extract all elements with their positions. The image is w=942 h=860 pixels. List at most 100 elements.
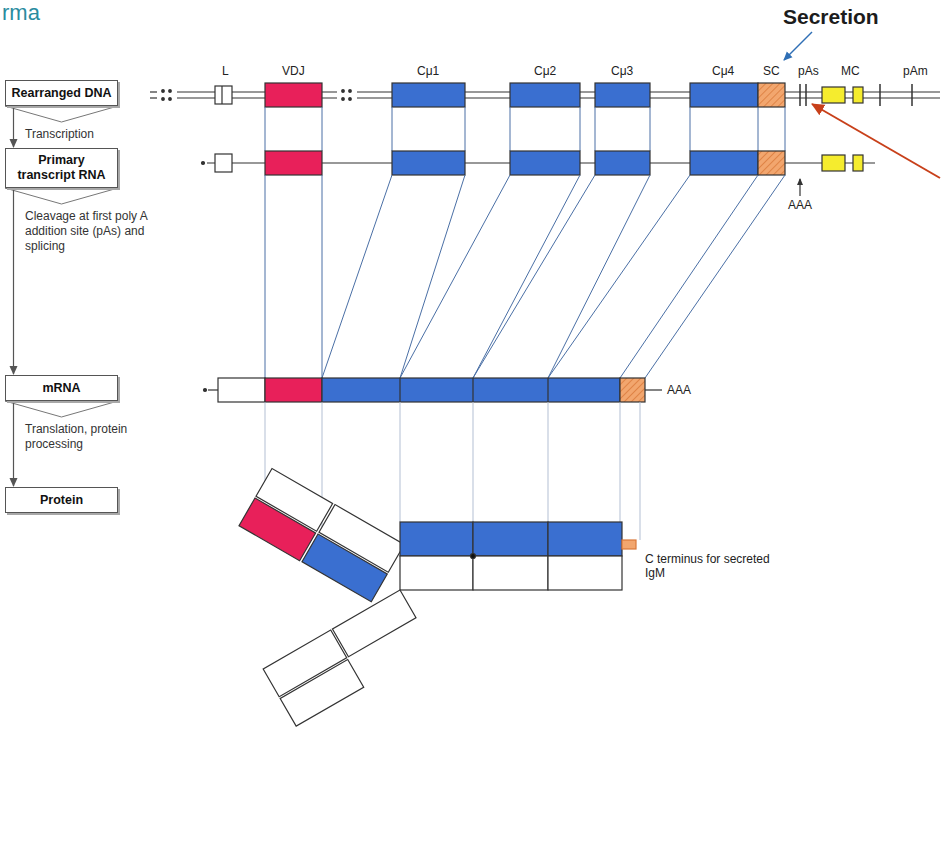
illustration-part (322, 107, 323, 151)
illustration-part (399, 378, 400, 402)
stage-text-group: Protein (40, 493, 83, 508)
stage-label: mRNA (42, 381, 80, 396)
illustration-part (322, 175, 392, 378)
illustration-part (799, 179, 800, 196)
illustration-part (322, 175, 323, 378)
illustration-part (218, 378, 265, 402)
illustration-part (215, 86, 232, 104)
part-label: Cμ4 (712, 64, 734, 78)
illustration-part (690, 107, 691, 151)
stage-label: Primary transcript RNA (11, 153, 112, 183)
illustration-part (785, 107, 786, 151)
part-label: Cμ1 (417, 64, 439, 78)
callout-arrows (784, 32, 940, 178)
illustration-part (805, 84, 807, 106)
stage-box: Protein (5, 487, 118, 513)
step-connector (13, 401, 14, 486)
illustration-part (853, 87, 863, 103)
step-chevron (5, 106, 118, 122)
illustration-part (349, 98, 352, 101)
step-label: Translation, protein processing (25, 422, 165, 452)
illustration-part (263, 590, 433, 726)
step-chevron (5, 401, 118, 417)
illustration-part (473, 175, 580, 378)
illustration-part (580, 107, 581, 151)
illustration-part (640, 402, 641, 540)
illustration-part (620, 378, 645, 402)
guide-lines (265, 107, 785, 151)
illustration-part (465, 107, 466, 151)
igm-protein (239, 469, 636, 727)
illustration-part (302, 534, 387, 602)
illustration-part (620, 175, 758, 378)
illustration-part (595, 107, 596, 151)
illustration-part (392, 151, 465, 175)
illustration-part (471, 554, 476, 559)
illustration-part (162, 90, 165, 93)
illustration-part (911, 84, 913, 106)
illustration-part (400, 522, 473, 556)
illustration-part (595, 83, 650, 107)
illustration-part (548, 556, 622, 590)
illustration-part (547, 378, 548, 402)
illustration-part (400, 556, 473, 590)
illustration-part (392, 107, 393, 151)
part-label: L (222, 64, 229, 78)
page-title: rma (2, 0, 40, 26)
illustration-part (622, 540, 636, 549)
part-label: AAA (788, 198, 812, 212)
illustration-part (822, 155, 845, 171)
illustration-part (162, 98, 165, 101)
illustration-part (332, 590, 416, 657)
illustration-part (400, 402, 401, 522)
illustration-part (548, 175, 650, 378)
illustration-part (342, 98, 345, 101)
illustration-part (280, 659, 364, 726)
illustration-part (758, 151, 785, 175)
part-label: pAs (798, 64, 819, 78)
illustration-part (221, 86, 222, 104)
illustration-part (510, 107, 511, 151)
part-label: Cμ2 (534, 64, 556, 78)
stage-text-group: Primary transcript RNA (11, 153, 112, 183)
stage-box: Rearranged DNA (5, 80, 118, 106)
illustration-part (645, 175, 785, 378)
illustration-part (265, 151, 322, 175)
part-label: VDJ (282, 64, 305, 78)
illustration-part (302, 505, 404, 602)
illustration-part (265, 107, 266, 151)
illustration-part (150, 97, 157, 98)
illustration-part (690, 151, 758, 175)
stage-label: Rearranged DNA (11, 86, 111, 101)
part-label: Cμ3 (611, 64, 633, 78)
stage-box: Primary transcript RNA (5, 148, 118, 188)
step-connector (13, 106, 14, 147)
illustration-part (400, 175, 510, 378)
stage-text-group: mRNA (42, 381, 80, 396)
stage-box: mRNA (5, 375, 118, 401)
part-label: SC (763, 64, 780, 78)
illustration-part (473, 402, 474, 522)
illustration-part (472, 378, 473, 402)
step-connector (13, 188, 14, 374)
illustration-part (620, 402, 621, 522)
dna-row (150, 83, 940, 107)
illustration-part (548, 175, 690, 378)
illustration-part (204, 389, 207, 392)
illustration-part (690, 83, 758, 107)
illustration-part (473, 175, 595, 378)
illustration-part (215, 154, 232, 172)
illustration-part (150, 91, 157, 92)
part-label: C terminus for secreted IgM (645, 552, 773, 580)
illustration-part (342, 90, 345, 93)
illustration-part (510, 83, 580, 107)
callout-title: Secretion (783, 4, 879, 29)
rna-row (202, 151, 876, 196)
illustration-part (799, 84, 801, 106)
illustration-part (473, 522, 548, 556)
illustration-part (208, 389, 218, 390)
illustration-part (265, 83, 322, 107)
